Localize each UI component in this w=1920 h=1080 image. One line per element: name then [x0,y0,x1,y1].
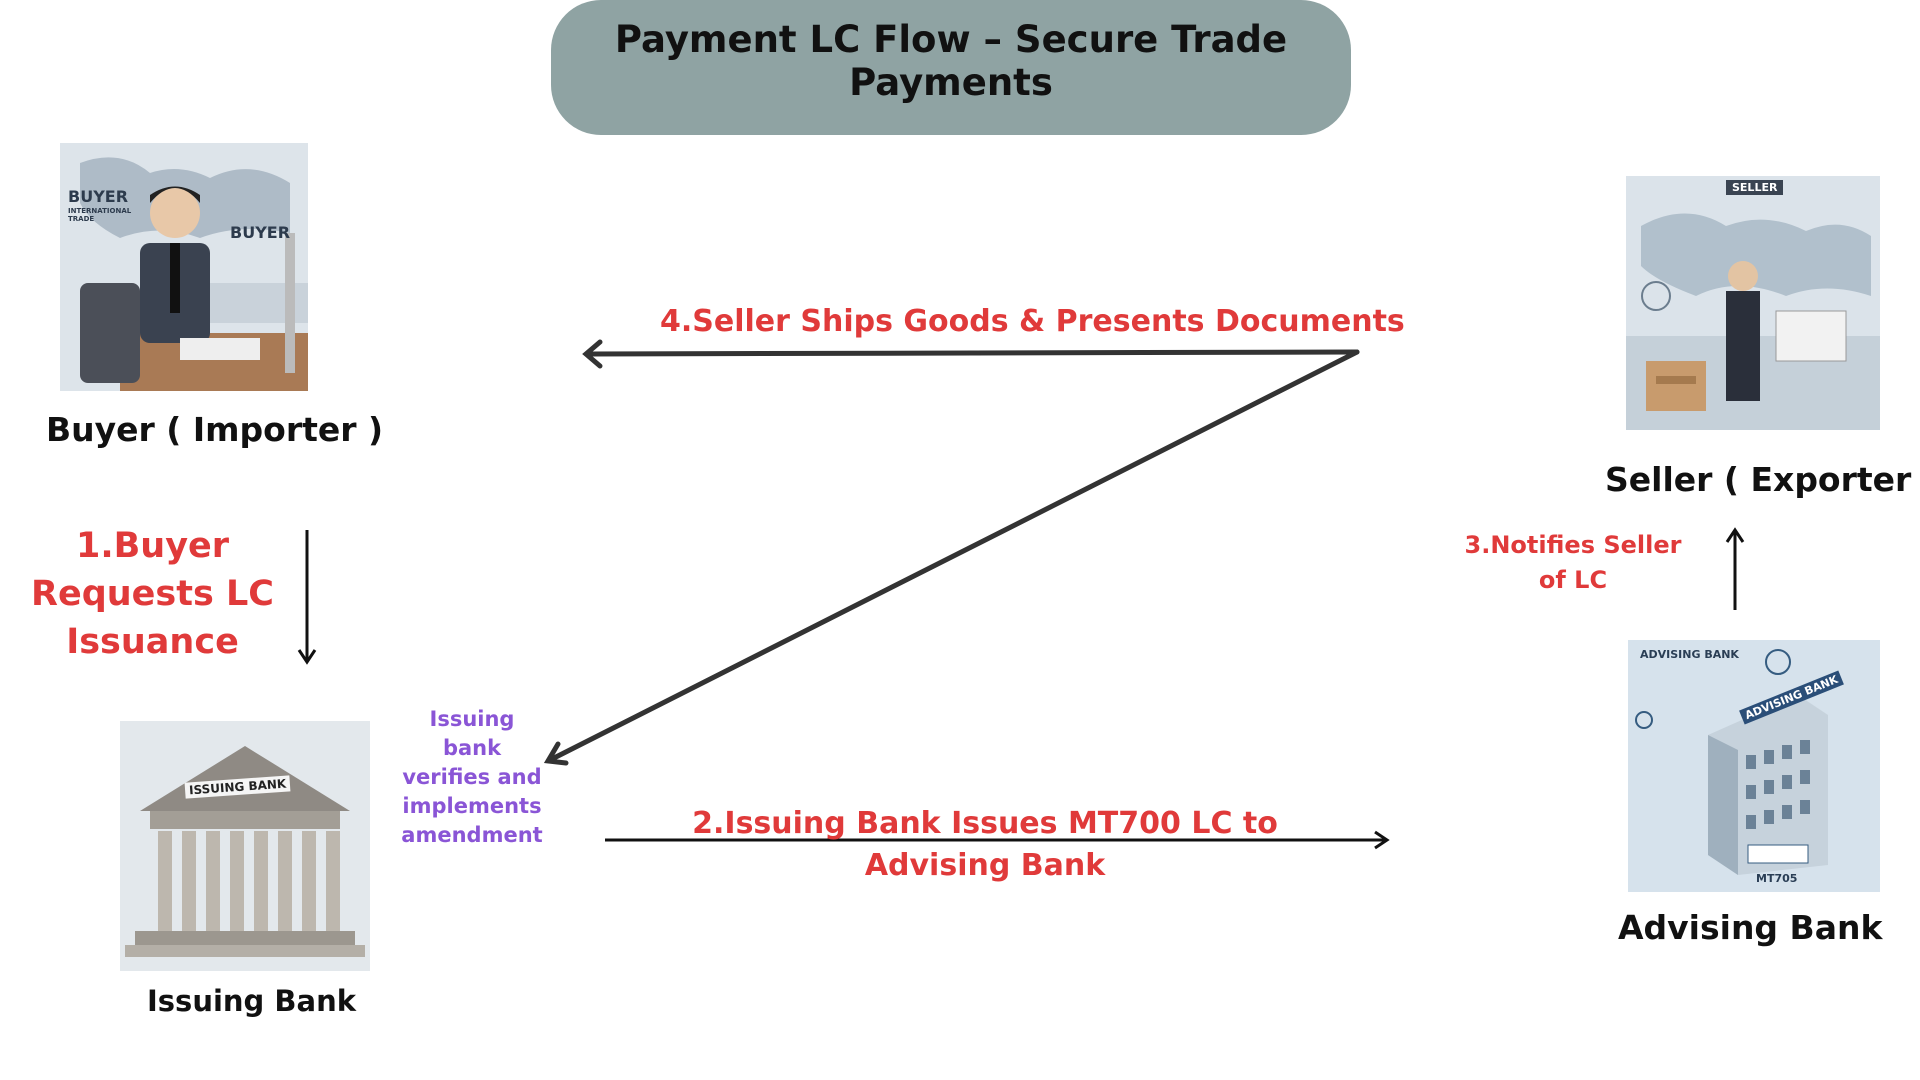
buyer-illustration: BUYER INTERNATIONAL TRADE BUYER [60,143,308,391]
step3-arrowhead [1725,527,1745,543]
advising-bank-image-tag: MT705 [1756,872,1798,885]
issuing-bank-illustration: ISSUING BANK [120,721,370,971]
step2-label: 2.Issuing Bank Issues MT700 LC to Advisi… [692,806,1278,883]
step4-label: 4.Seller Ships Goods & Presents Document… [660,304,1405,339]
step4-arrow-diagonal [547,349,1360,763]
issuing-bank-label: Issuing Bank [147,984,357,1018]
step4-arrowhead-diagonal [543,741,569,766]
seller-image-caption: SELLER [1726,180,1784,195]
buyer-image-subcaption: INTERNATIONAL TRADE [68,207,132,223]
advising-bank-image-caption: ADVISING BANK [1640,648,1739,661]
seller-label: Seller ( Exporter ) [1605,460,1920,499]
buyer-image-caption: BUYER [68,187,129,206]
page-title: Payment LC Flow – Secure Trade Payments [614,18,1288,104]
step2-arrowhead [1374,830,1390,850]
title-banner [551,0,1351,135]
step3-label: 3.Notifies Seller of LC [1464,531,1682,594]
issuing-bank-note: Issuing bank verifies and implements ame… [401,707,543,847]
seller-illustration: SELLER [1626,176,1880,430]
step4-arrow-top [587,349,1360,357]
advising-bank-illustration: ADVISING BANK ADVISING BANK MT705 [1628,640,1880,892]
advising-bank-label: Advising Bank [1618,908,1883,947]
buyer-label: Buyer ( Importer ) [46,410,384,449]
step4-arrowhead-top [582,339,603,369]
step1-arrowhead [297,649,317,665]
buyer-image-caption-2: BUYER [230,223,291,242]
step1-label: 1.Buyer Requests LC Issuance [31,526,274,662]
